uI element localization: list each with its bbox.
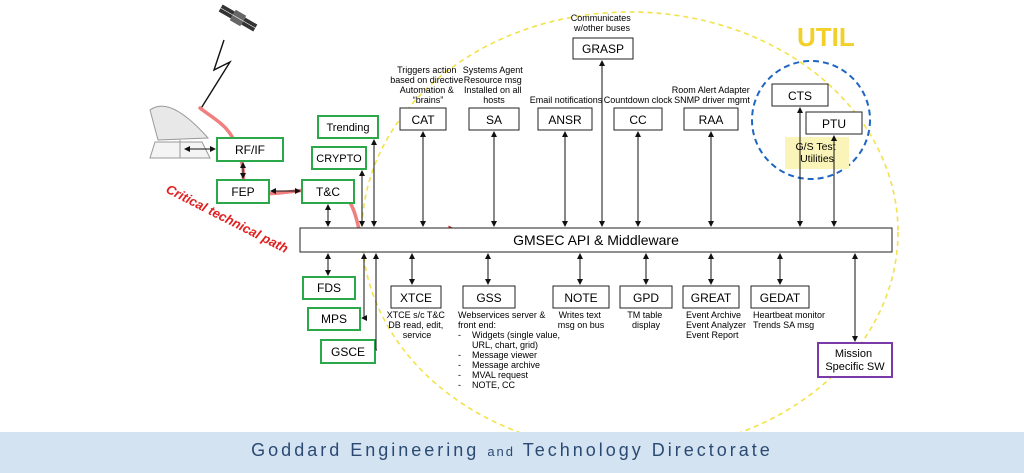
svg-text:Communicates w/other bus: Communicates w/other buses	[571, 13, 634, 33]
svg-text:Event Archive Event Anal: Event Archive Event Analyzer Event Repor…	[686, 310, 749, 340]
ansr-component: Email notifications ANSR	[530, 95, 603, 227]
svg-text:CC: CC	[629, 113, 647, 127]
svg-text:Systems Agent Resource m: Systems Agent Resource msg Installed on …	[463, 65, 526, 105]
svg-text:Trending: Trending	[326, 122, 369, 134]
svg-text:GSCE: GSCE	[331, 345, 365, 359]
ptu-box	[805, 111, 863, 135]
trending-box: Trending	[317, 115, 379, 139]
gss-component: GSS Webservices server & front end: - Wi…	[458, 253, 563, 390]
svg-text:Countdown clock: Countdown clock	[604, 95, 673, 105]
footer-title: Goddard Engineering and Technology Direc…	[0, 440, 1024, 461]
util-title: UTIL	[797, 22, 855, 52]
svg-text:Room Alert Adapter SNMP: Room Alert Adapter SNMP driver mgmt	[672, 85, 753, 105]
svg-text:RAA: RAA	[699, 113, 724, 127]
util-group: G/S Test Utilities CTS PTU	[751, 60, 871, 227]
footer-banner: Goddard Engineering and Technology Direc…	[0, 432, 1024, 473]
svg-text:FEP: FEP	[231, 185, 254, 199]
svg-text:CTS: CTS	[788, 89, 812, 103]
svg-text:GSS: GSS	[476, 291, 501, 305]
grasp-component: Communicates w/other buses GRASP	[571, 13, 634, 227]
mission-specific-box: Mission Specific SW	[817, 253, 893, 378]
svg-text:NOTE: NOTE	[564, 291, 597, 305]
svg-text:Email notifications: Email notifications	[530, 95, 603, 105]
svg-text:PTU: PTU	[822, 117, 846, 131]
ground-connectors	[184, 139, 379, 351]
cat-component: Triggers action based on directive Autom…	[390, 65, 466, 227]
rfif-box: RF/IF	[216, 137, 284, 162]
crypto-box: CRYPTO	[311, 146, 367, 170]
fep-box: FEP	[216, 179, 270, 204]
middleware-bar	[299, 227, 893, 253]
footer-part2: and	[487, 444, 516, 459]
footer-part3: Technology Directorate	[522, 440, 773, 460]
middleware-label: GMSEC API & Middleware	[513, 232, 679, 248]
footer-part1: Goddard Engineering	[251, 440, 480, 460]
satellite-icon	[218, 4, 258, 32]
sa-component: Systems Agent Resource msg Installed on …	[463, 65, 526, 227]
svg-text:Triggers action based on: Triggers action based on directive Autom…	[390, 65, 466, 105]
svg-text:TM table display: TM table display	[627, 310, 665, 330]
svg-text:SA: SA	[486, 113, 502, 127]
great-component: GREAT Event Archive Event Analyzer Event…	[682, 253, 749, 340]
svg-text:MPS: MPS	[321, 312, 347, 326]
raa-component: Room Alert Adapter SNMP driver mgmt RAA	[672, 85, 753, 227]
svg-text:FDS: FDS	[317, 281, 341, 295]
svg-text:Writes text msg on bus: Writes text msg on bus	[558, 310, 605, 330]
svg-text:XTCE s/c T&C DB read, ed: XTCE s/c T&C DB read, edit, service	[387, 310, 448, 340]
svg-text:T&C: T&C	[316, 185, 340, 199]
svg-text:CRYPTO: CRYPTO	[316, 153, 362, 165]
xtce-component: XTCE XTCE s/c T&C DB read, edit, service	[387, 253, 448, 340]
mps-box: MPS	[307, 307, 361, 331]
svg-text:- Widgets (single value,: - Widgets (single value, URL, chart, gri…	[458, 330, 563, 390]
cc-component: Countdown clock CC	[604, 95, 673, 227]
note-component: NOTE Writes text msg on bus	[552, 253, 610, 330]
svg-text:RF/IF: RF/IF	[235, 143, 265, 157]
cts-box	[771, 83, 829, 107]
svg-text:Mission Specific SW: Mission Specific SW	[825, 348, 885, 373]
gsce-box: GSCE	[320, 339, 376, 364]
dish-antenna-icon	[149, 105, 211, 159]
svg-text:GEDAT: GEDAT	[760, 291, 801, 305]
svg-text:CAT: CAT	[411, 113, 435, 127]
svg-text:GRASP: GRASP	[582, 42, 624, 56]
svg-text:GREAT: GREAT	[691, 291, 732, 305]
gpd-component: GPD TM table display	[619, 253, 673, 330]
svg-text:Heartbeat monitor Trends: Heartbeat monitor Trends SA msg	[753, 310, 828, 330]
svg-text:XTCE: XTCE	[400, 291, 432, 305]
svg-text:Webservices server & fro: Webservices server & front end:	[458, 310, 548, 330]
svg-text:GPD: GPD	[633, 291, 659, 305]
fds-box: FDS	[302, 276, 356, 300]
lightning-icon	[199, 39, 232, 111]
gedat-component: GEDAT Heartbeat monitor Trends SA msg	[750, 253, 828, 330]
architecture-diagram: UTIL Critical technical path GMSEC API &…	[149, 4, 899, 432]
tc-box: T&C	[301, 179, 355, 204]
svg-text:G/S Test Utilities: G/S Test Utilities	[796, 141, 839, 165]
svg-text:ANSR: ANSR	[548, 113, 582, 127]
